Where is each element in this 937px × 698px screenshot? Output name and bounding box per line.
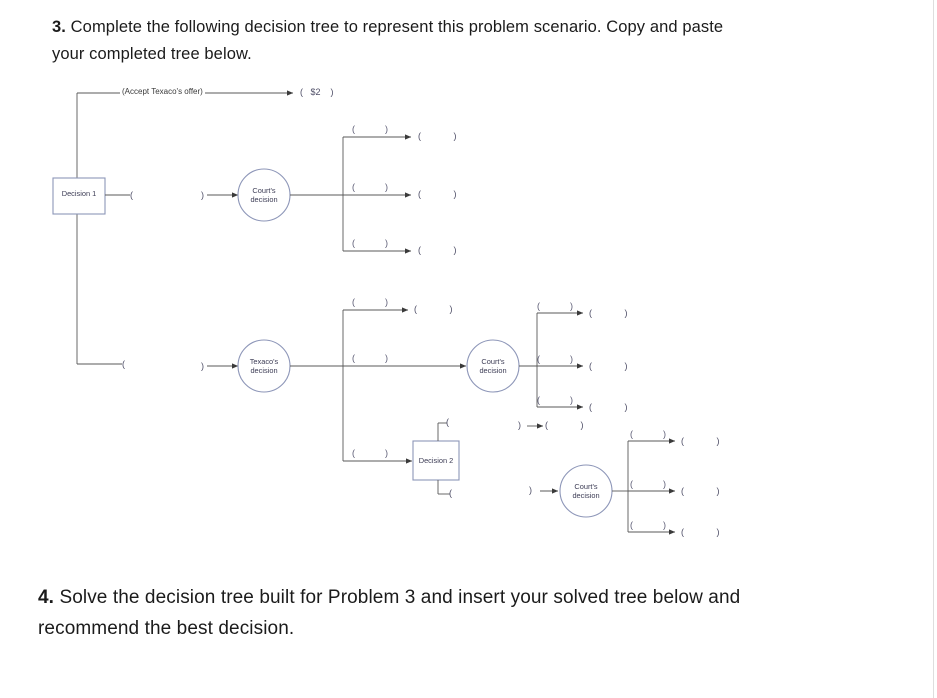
payoff-courts-mid-2: ( ): [589, 361, 628, 371]
question-3-body: Complete the following decision tree to …: [52, 18, 724, 63]
payoff-courts-bottom-1: ( ): [681, 436, 720, 446]
texacos-decision-node: [237, 339, 291, 393]
question-3-number: 3.: [52, 18, 66, 36]
stub-paren-decision-2-bottom: (: [449, 488, 452, 498]
prob-label-courts-top-1: ( ): [352, 124, 388, 134]
question-3-text: 3. Complete the following decision tree …: [52, 14, 732, 68]
stub-paren-mid-lower-left: ): [518, 420, 521, 430]
payoff-courts-top-2: ( ): [418, 189, 457, 199]
courts-decision-mid-node: [466, 339, 520, 393]
stub-paren-before-texaco: ): [201, 361, 204, 371]
question-4-text: 4. Solve the decision tree built for Pro…: [38, 582, 838, 644]
stub-paren-trunk-bottom: (: [122, 359, 125, 369]
payoff-courts-top-3: ( ): [418, 245, 457, 255]
payoff-courts-bottom-2: ( ): [681, 486, 720, 496]
stub-paren-decision-1-right: (: [130, 190, 133, 200]
prob-label-texaco-3: ( ): [352, 448, 388, 458]
stub-paren-before-courts-top: ): [201, 190, 204, 200]
question-4-body: Solve the decision tree built for Proble…: [38, 587, 741, 639]
payoff-courts-mid-1: ( ): [589, 308, 628, 318]
stub-paren-decision-2-top: (: [446, 417, 449, 427]
prob-label-courts-mid-3: ( ): [537, 395, 573, 405]
decision-2-box: [412, 440, 460, 481]
edge-label-accept-offer: (Accept Texaco's offer): [120, 87, 205, 97]
decision-tree-svg: [52, 90, 676, 535]
payoff-courts-mid-3: ( ): [589, 402, 628, 412]
prob-label-courts-top-3: ( ): [352, 238, 388, 248]
prob-label-courts-top-2: ( ): [352, 182, 388, 192]
payoff-accept-offer: ( $2 ): [300, 87, 334, 97]
prob-label-texaco-2: ( ): [352, 353, 388, 363]
courts-decision-top-node: [237, 168, 291, 222]
decision-1-box: [52, 177, 106, 215]
prob-label-texaco-1: ( ): [352, 297, 388, 307]
prob-label-courts-bottom-2: ( ): [630, 479, 666, 489]
prob-label-courts-mid-2: ( ): [537, 354, 573, 364]
payoff-courts-top-1: ( ): [418, 131, 457, 141]
courts-decision-bottom-node: [559, 464, 613, 518]
stub-paren-before-courts-bottom: ): [529, 485, 532, 495]
payoff-texaco-1: ( ): [414, 304, 453, 314]
page-right-edge-rule: [933, 0, 934, 698]
prob-label-courts-bottom-3: ( ): [630, 520, 666, 530]
decision-tree-diagram: Decision 1 Court's decision Texaco's dec…: [0, 75, 937, 555]
question-4-number: 4.: [38, 587, 55, 608]
payoff-mid-lower: ( ): [545, 420, 584, 430]
prob-label-courts-bottom-1: ( ): [630, 429, 666, 439]
prob-label-courts-mid-1: ( ): [537, 301, 573, 311]
payoff-courts-bottom-3: ( ): [681, 527, 720, 537]
